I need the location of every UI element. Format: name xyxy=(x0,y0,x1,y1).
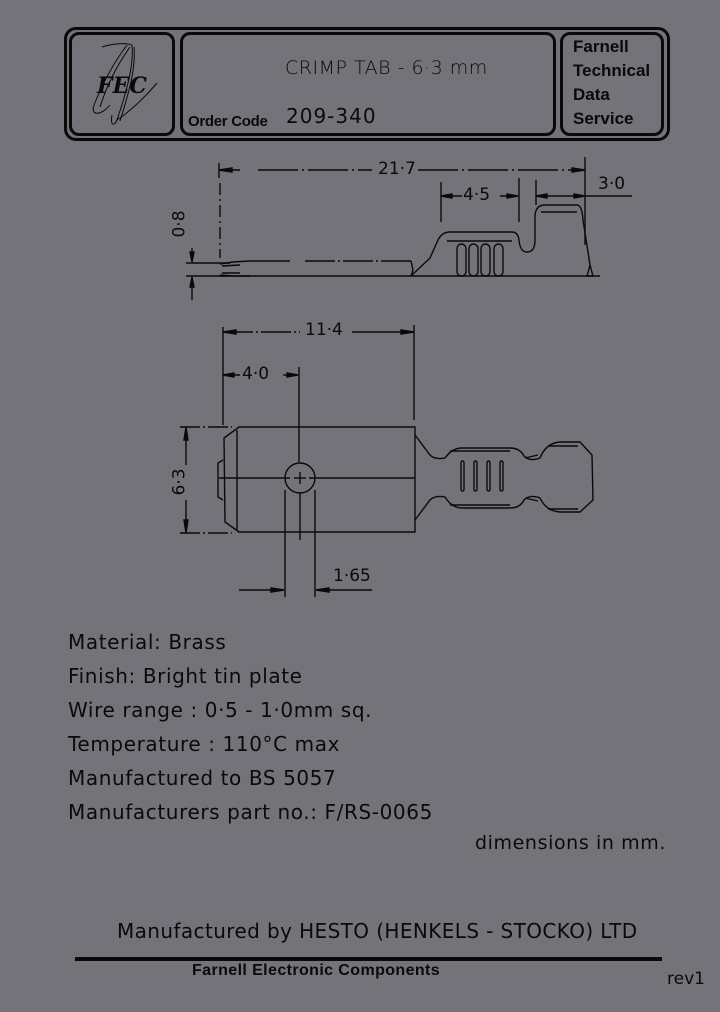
revision-label: rev1 xyxy=(667,969,705,989)
service-line: Service xyxy=(573,109,634,128)
manufacturer-note: Manufactured by HESTO (HENKELS - STOCKO)… xyxy=(117,919,638,943)
order-code-label: Order Code xyxy=(188,113,268,130)
svg-text:FEC: FEC xyxy=(96,73,147,99)
dim-hole-diameter: 1·65 xyxy=(333,566,371,586)
footer-divider xyxy=(75,957,662,961)
top-view xyxy=(180,325,594,597)
spec-part-number: Manufacturers part no.: F/RS-0065 xyxy=(68,800,433,824)
technical-drawing xyxy=(180,157,632,597)
spec-wire-range: Wire range : 0·5 - 1·0mm sq. xyxy=(68,698,373,722)
document-title: CRIMP TAB - 6·3 mm xyxy=(285,57,488,79)
dim-hole-position: 4·0 xyxy=(242,364,270,384)
side-view xyxy=(186,157,632,300)
logo-box: FEC xyxy=(69,32,175,136)
footer-company: Farnell Electronic Components xyxy=(192,962,441,979)
units-note: dimensions in mm. xyxy=(475,832,666,854)
dim-thickness: 0·8 xyxy=(169,210,190,238)
service-line: Farnell xyxy=(573,37,629,56)
order-code-value: 209-340 xyxy=(286,104,377,128)
dim-body-length: 11·4 xyxy=(305,320,343,340)
service-line: Technical xyxy=(573,61,651,80)
service-line: Data xyxy=(573,85,610,104)
spec-standard: Manufactured to BS 5057 xyxy=(68,766,337,790)
spec-material: Material: Brass xyxy=(68,630,227,654)
title-box xyxy=(180,32,556,136)
spec-list: Material: Brass Finish: Bright tin plate… xyxy=(68,628,433,832)
spec-temperature: Temperature : 110°C max xyxy=(68,732,341,756)
header-frame xyxy=(64,27,670,141)
dim-width: 6·3 xyxy=(169,468,190,496)
dim-overall-length: 21·7 xyxy=(378,159,416,179)
service-title: Farnell Technical Data Service xyxy=(573,35,650,131)
dim-crimp-length: 4·5 xyxy=(463,185,491,205)
service-box xyxy=(560,32,664,136)
fec-logo-icon: FEC xyxy=(92,43,158,125)
dim-insulation-length: 3·0 xyxy=(598,174,626,194)
spec-finish: Finish: Bright tin plate xyxy=(68,664,303,688)
